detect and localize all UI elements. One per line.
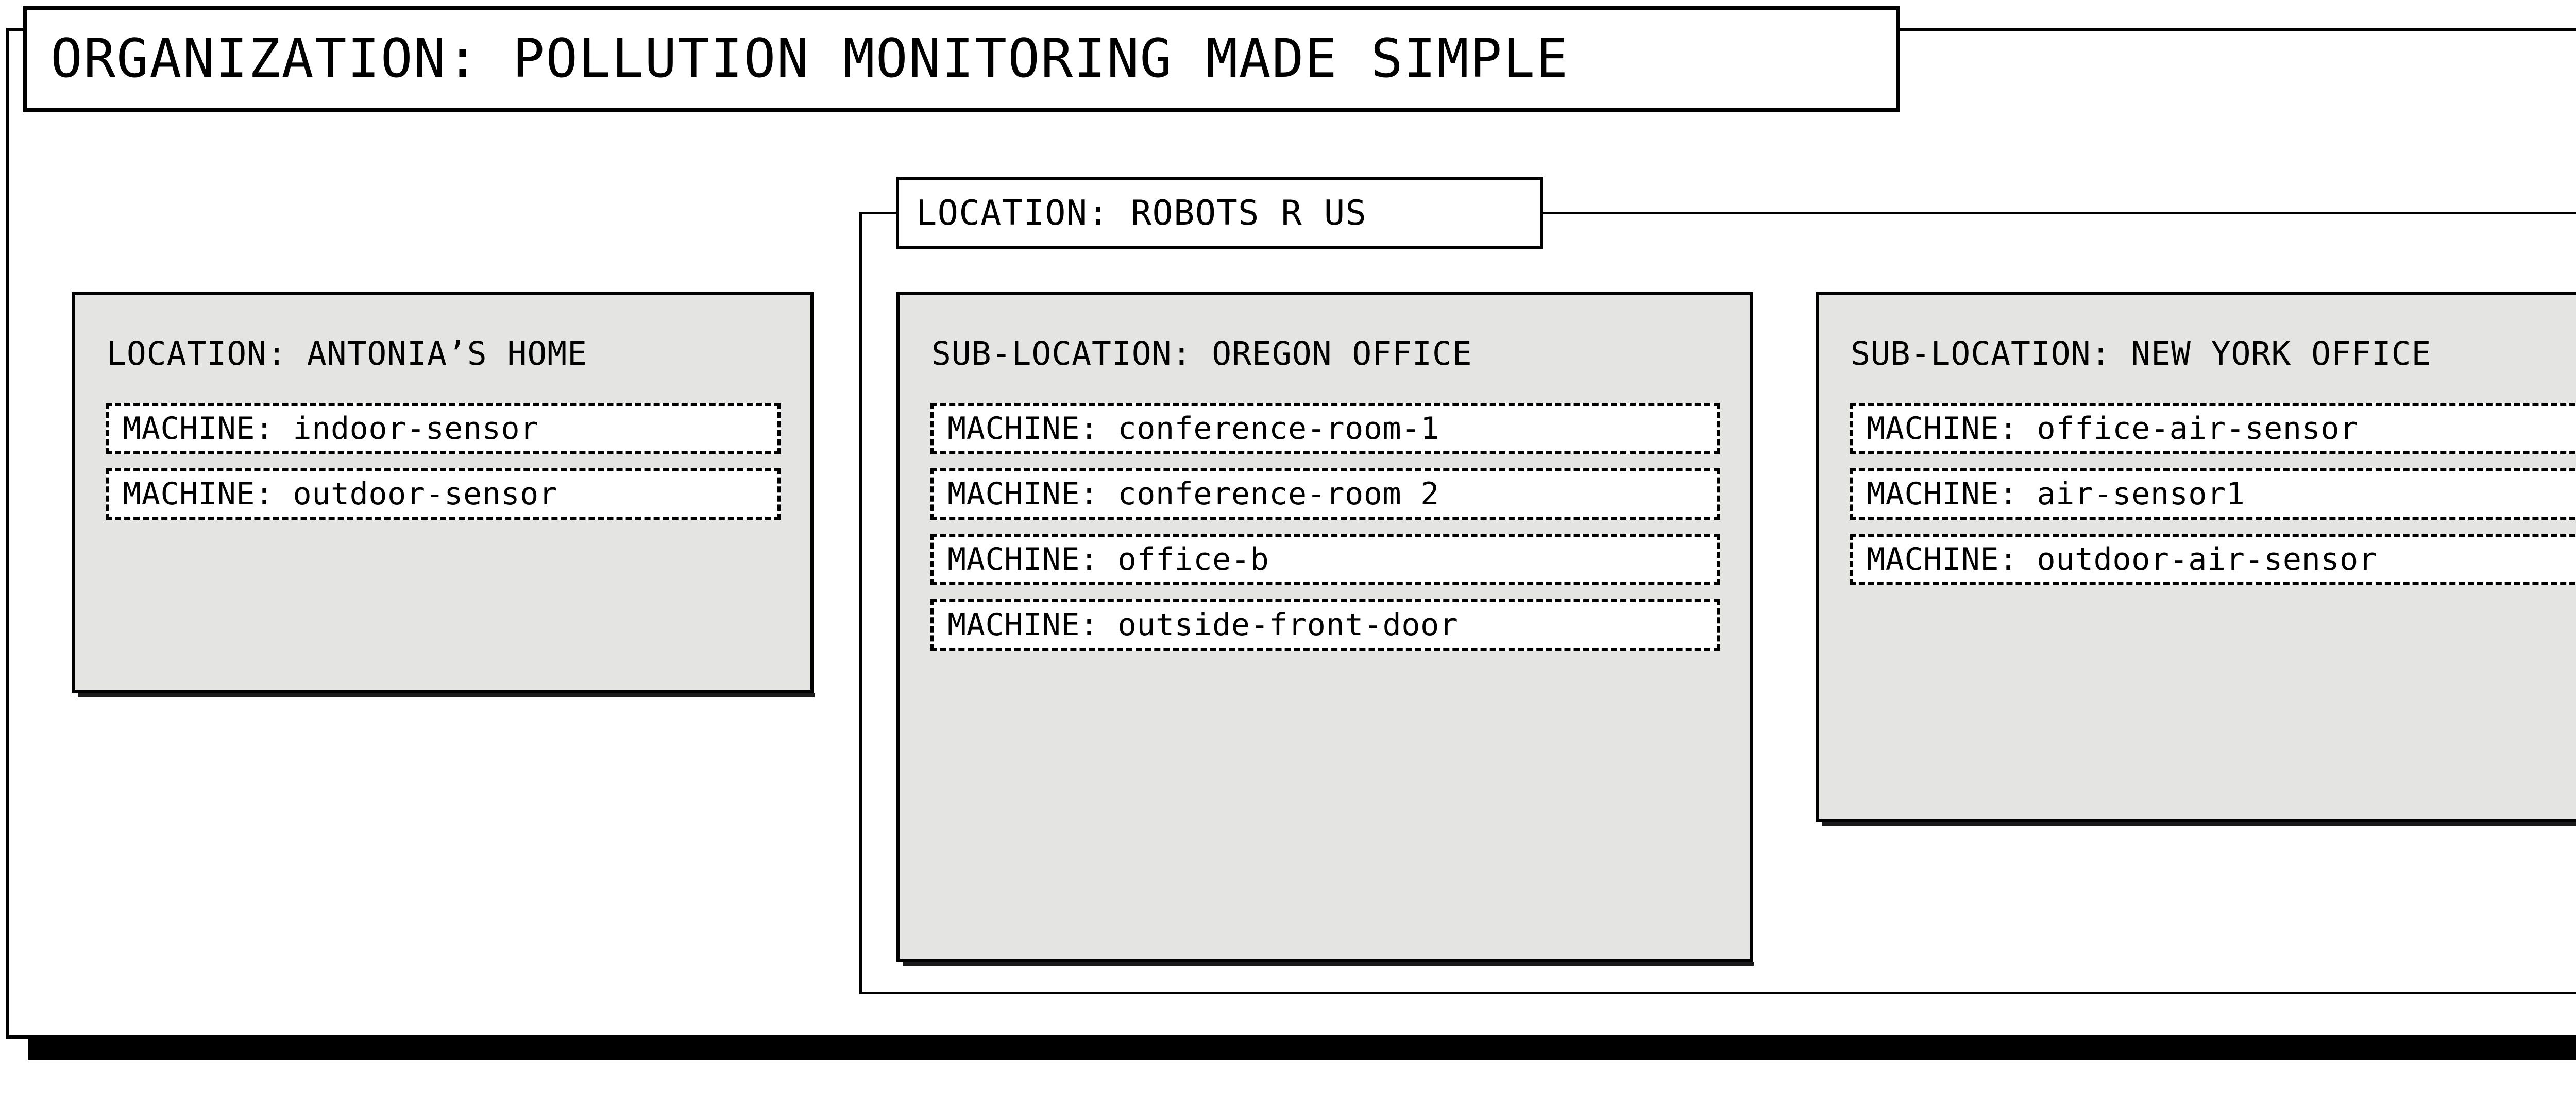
location-title-robots-r-us: LOCATION: ROBOTS R US (916, 193, 1367, 233)
machine-label: MACHINE: office-b (947, 541, 1269, 578)
machine-label: MACHINE: outdoor-sensor (123, 476, 558, 512)
machine-box[interactable]: MACHINE: indoor-sensor (106, 403, 781, 454)
machine-box[interactable]: MACHINE: conference-room-1 (930, 403, 1720, 454)
organization-title-plate: ORGANIZATION: POLLUTION MONITORING MADE … (23, 6, 1900, 112)
machine-box[interactable]: MACHINE: outdoor-sensor (106, 468, 781, 520)
machine-box[interactable]: MACHINE: outdoor-air-sensor (1850, 534, 2576, 585)
sublocation-title-new-york-office: SUB-LOCATION: NEW YORK OFFICE (1851, 335, 2432, 372)
machine-label: MACHINE: indoor-sensor (123, 411, 539, 447)
machine-label: MACHINE: outdoor-air-sensor (1867, 541, 2378, 578)
machine-box[interactable]: MACHINE: outside-front-door (930, 599, 1720, 651)
machine-box[interactable]: MACHINE: air-sensor1 (1850, 468, 2576, 520)
machine-label: MACHINE: air-sensor1 (1867, 476, 2245, 512)
sublocation-panel-oregon-office[interactable]: SUB-LOCATION: OREGON OFFICE MACHINE: con… (896, 292, 1754, 966)
location-title-plate-robots-r-us: LOCATION: ROBOTS R US (896, 177, 1543, 249)
machine-label: MACHINE: conference-room-1 (947, 411, 1439, 447)
machine-label: MACHINE: office-air-sensor (1867, 411, 2359, 447)
sublocation-title-oregon-office: SUB-LOCATION: OREGON OFFICE (931, 335, 1472, 372)
machine-label: MACHINE: conference-room 2 (947, 476, 1439, 512)
machine-box[interactable]: MACHINE: office-b (930, 534, 1720, 585)
machine-label: MACHINE: outside-front-door (947, 607, 1459, 643)
organization-title: ORGANIZATION: POLLUTION MONITORING MADE … (50, 28, 1569, 90)
sublocation-panel-new-york-office[interactable]: SUB-LOCATION: NEW YORK OFFICE MACHINE: o… (1816, 292, 2576, 826)
location-title-antonias-home: LOCATION: ANTONIA’S HOME (107, 335, 587, 372)
location-panel-antonias-home[interactable]: LOCATION: ANTONIA’S HOME MACHINE: indoor… (72, 292, 815, 697)
machine-box[interactable]: MACHINE: office-air-sensor (1850, 403, 2576, 454)
machine-box[interactable]: MACHINE: conference-room 2 (930, 468, 1720, 520)
